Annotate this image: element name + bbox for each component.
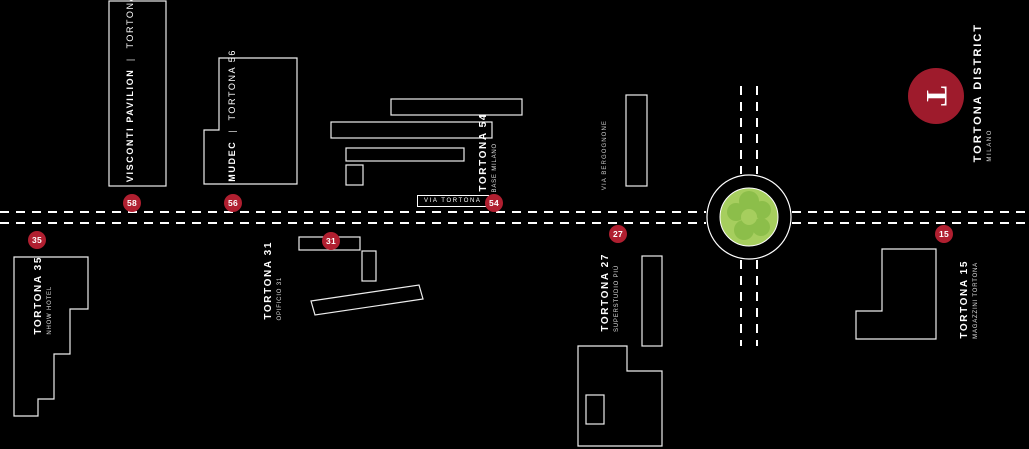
- marker-35[interactable]: 35: [28, 231, 46, 249]
- roads: [0, 86, 1029, 346]
- logo-title: TORTONA DISTRICT: [972, 22, 984, 162]
- marker-15[interactable]: 15: [935, 225, 953, 243]
- logo-monogram: T: [919, 85, 953, 107]
- building-tortona27-tower: [641, 255, 663, 347]
- building-tortona31-slab: [310, 284, 424, 316]
- building-tortona31-annex: [361, 250, 377, 282]
- buildings: [13, 0, 937, 447]
- street-label-via-tortona: VIA TORTONA: [417, 195, 489, 207]
- building-tortona54-bar-mid: [330, 121, 493, 139]
- building-tortona54-bar-low: [345, 147, 465, 162]
- logo-text: TORTONA DISTRICT MILANO: [972, 23, 994, 162]
- logo-subtitle: MILANO: [987, 129, 994, 162]
- building-tortona35: [13, 256, 89, 417]
- marker-58[interactable]: 58: [123, 194, 141, 212]
- roundabout-tree-icon: [719, 187, 779, 247]
- building-mudec: [203, 57, 298, 185]
- tortona-district-logo: T TORTONA DISTRICT MILANO: [906, 23, 1026, 166]
- marker-31[interactable]: 31: [322, 232, 340, 250]
- building-tortona54-annex: [345, 164, 364, 186]
- building-tortona27-courtyard: [585, 394, 605, 425]
- marker-54[interactable]: 54: [485, 194, 503, 212]
- marker-56[interactable]: 56: [224, 194, 242, 212]
- building-tortona15: [855, 248, 937, 340]
- logo-mark: T: [908, 68, 964, 124]
- marker-27[interactable]: 27: [609, 225, 627, 243]
- building-visconti-pavilion: [108, 0, 167, 187]
- roundabout: [706, 174, 792, 260]
- building-north-thin: [625, 94, 648, 187]
- building-tortona27-block: [577, 345, 663, 447]
- building-tortona54-bar-top: [390, 98, 523, 116]
